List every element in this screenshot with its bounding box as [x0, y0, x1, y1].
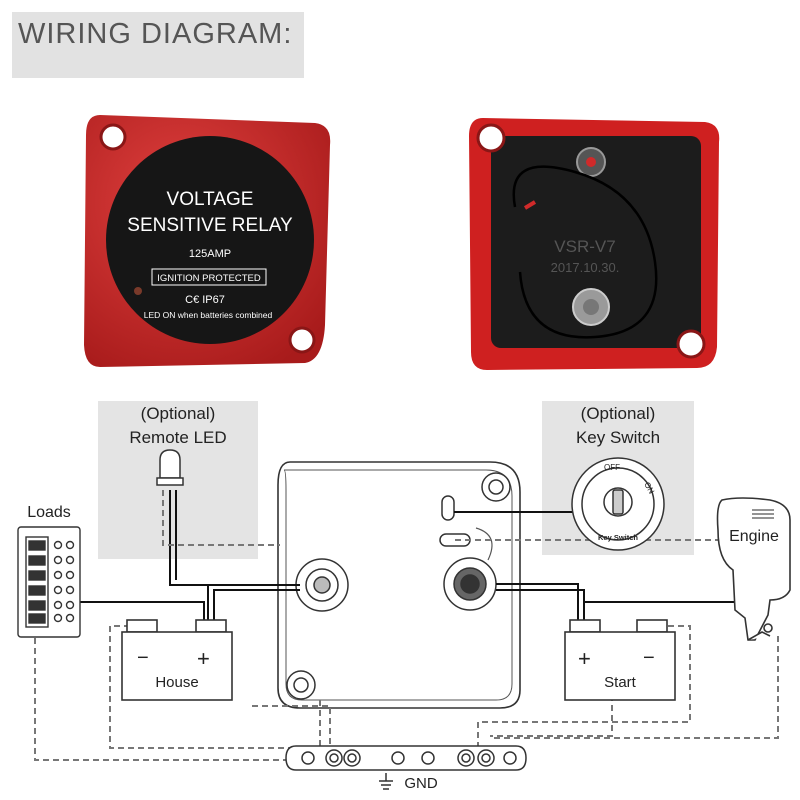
- key-switch-label: Key Switch: [575, 428, 661, 447]
- key-switch-dial-label: Key Switch: [598, 533, 638, 542]
- relay-front-line2: SENSITIVE RELAY: [127, 215, 293, 236]
- relay-front-rating: 125AMP: [189, 248, 231, 260]
- key-switch-optional-label: (Optional): [580, 404, 656, 423]
- led-indicator-icon: [134, 287, 142, 295]
- ground-bus-bar: [285, 745, 527, 771]
- relay-front-led-note: LED ON when batteries combined: [144, 310, 273, 320]
- relay-back-model: VSR-V7: [554, 237, 615, 256]
- page-title: WIRING DIAGRAM:: [18, 18, 293, 50]
- loads-panel-icon: [17, 526, 81, 638]
- relay-house-terminal: [295, 558, 349, 612]
- house-label: House: [155, 674, 199, 691]
- relay-front-cert: C€ IP67: [185, 294, 225, 306]
- start-label: Start: [604, 674, 636, 691]
- relay-back-date: 2017.10.30.: [551, 260, 620, 275]
- relay-back-image: VSR-V7 2017.10.30.: [469, 118, 720, 370]
- gnd-label: GND: [404, 775, 438, 792]
- relay-front-ignition: IGNITION PROTECTED: [157, 273, 261, 284]
- house-plus-label: +: [197, 646, 210, 671]
- start-minus-label: −: [643, 647, 655, 669]
- house-minus-label: −: [137, 647, 149, 669]
- house-battery-icon: [121, 619, 233, 701]
- engine-label: Engine: [729, 528, 779, 545]
- relay-front-line1: VOLTAGE: [167, 189, 254, 210]
- ground-symbol-icon: [379, 773, 393, 790]
- remote-led-optional-label: (Optional): [140, 404, 216, 423]
- remote-led-icon: [156, 449, 184, 486]
- remote-led-label: Remote LED: [129, 428, 227, 447]
- start-battery-icon: [564, 619, 676, 701]
- relay-start-terminal: [443, 557, 497, 611]
- loads-label: Loads: [27, 504, 71, 521]
- relay-front-image: VOLTAGE SENSITIVE RELAY 125AMP IGNITION …: [84, 115, 331, 367]
- key-switch-icon: [571, 457, 665, 551]
- key-off-label: OFF: [604, 463, 620, 472]
- header-banner: [12, 12, 304, 78]
- relay-face-disc: [106, 136, 314, 344]
- engine-icon: [716, 497, 791, 641]
- start-plus-label: +: [578, 646, 591, 671]
